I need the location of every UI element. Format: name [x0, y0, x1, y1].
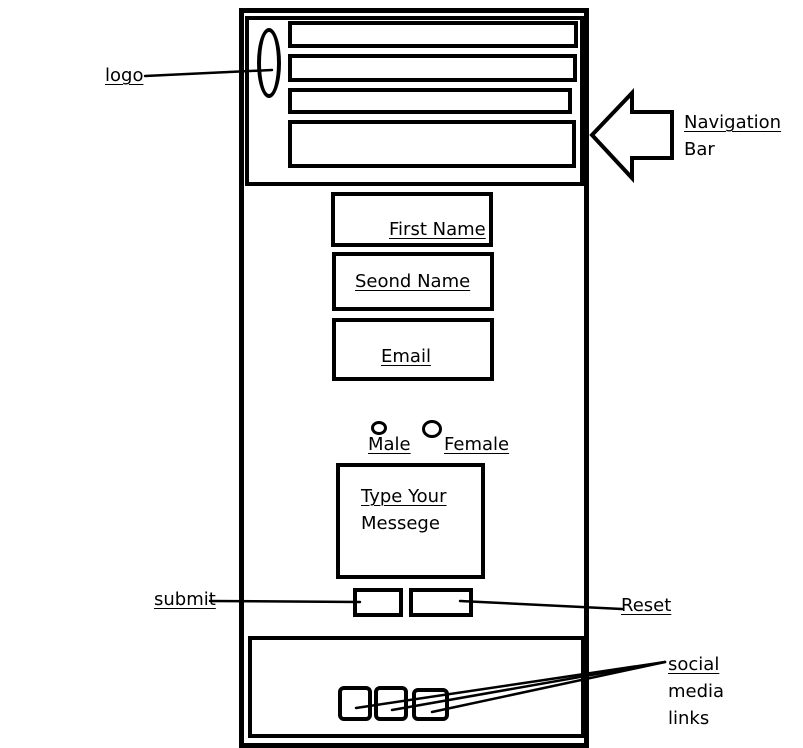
social-pointer-line-3 [430, 660, 667, 714]
nav-item-2[interactable] [288, 54, 577, 82]
social-icon-3[interactable] [412, 688, 449, 721]
navigation-annotation-line2: Bar [684, 139, 715, 160]
male-label: Male [368, 434, 411, 455]
first-name-label: First Name [389, 219, 486, 240]
social-annotation-line3: links [668, 708, 710, 729]
logo-annotation: logo [105, 65, 144, 86]
navigation-arrow-icon [589, 88, 674, 184]
message-textarea[interactable]: Type Your Messege [336, 463, 485, 579]
social-icon-1[interactable] [338, 686, 372, 721]
email-label: Email [381, 346, 431, 367]
male-radio[interactable] [371, 421, 387, 435]
reset-button[interactable] [409, 588, 473, 617]
female-label: Female [444, 434, 510, 455]
navigation-annotation-line1: Navigation [684, 112, 782, 133]
email-field[interactable]: Email [332, 318, 494, 381]
reset-pointer-line [458, 599, 624, 611]
social-icon-2[interactable] [374, 686, 408, 721]
message-placeholder-line2: Messege [361, 513, 440, 534]
first-name-field[interactable]: First Name [331, 192, 493, 247]
female-radio[interactable] [422, 420, 442, 438]
submit-pointer-line [208, 599, 362, 604]
nav-item-4[interactable] [288, 120, 576, 168]
submit-annotation: submit [154, 589, 216, 610]
second-name-label: Seond Name [355, 271, 471, 292]
logo-placeholder[interactable] [257, 28, 281, 98]
social-annotation-line1: social [668, 654, 720, 675]
nav-item-1[interactable] [288, 21, 578, 48]
social-pointer-line-1 [354, 660, 667, 710]
second-name-field[interactable]: Seond Name [332, 252, 494, 311]
message-placeholder-line1: Type Your [361, 486, 447, 507]
reset-annotation: Reset [621, 595, 672, 616]
social-pointer-line-2 [390, 660, 667, 712]
social-annotation-line2: media [668, 681, 725, 702]
nav-item-3[interactable] [288, 88, 572, 114]
logo-pointer-line [143, 68, 274, 78]
